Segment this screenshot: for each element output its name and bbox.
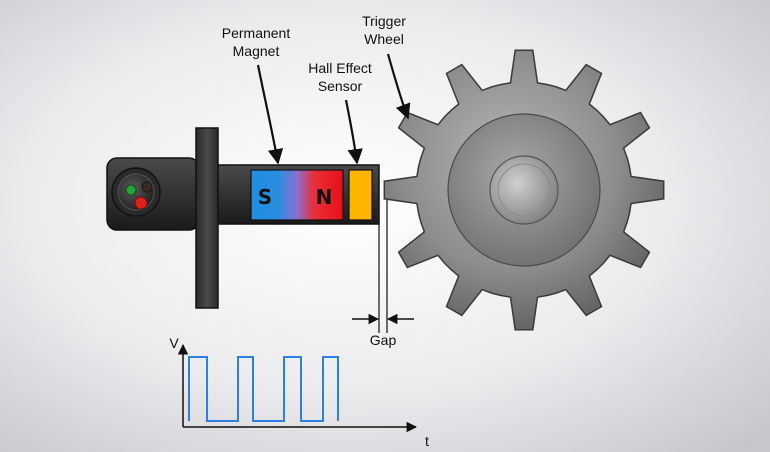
connector-pin-green bbox=[125, 184, 137, 196]
trigger-wheel bbox=[383, 49, 665, 331]
trigger-wheel-hub-ring bbox=[497, 163, 551, 217]
permanent-magnet-arrow bbox=[256, 64, 284, 165]
output-waveform-plot: V t bbox=[169, 335, 429, 449]
trigger-wheel-label-line1: Trigger bbox=[362, 13, 406, 29]
waveform-x-axis-label: t bbox=[425, 433, 429, 449]
trigger-wheel-label-line2: Wheel bbox=[364, 31, 404, 47]
trigger-wheel-arrow bbox=[386, 53, 411, 120]
magnet-south-pole-label: S bbox=[258, 185, 272, 209]
permanent-magnet bbox=[250, 169, 344, 221]
connector-pin-dark bbox=[141, 181, 153, 193]
gap-label: Gap bbox=[370, 332, 397, 348]
hall-effect-sensor-assembly: S N bbox=[106, 127, 380, 309]
permanent-magnet-label-line1: Permanent bbox=[222, 25, 291, 41]
mounting-flange bbox=[195, 127, 219, 309]
gap-dimension: Gap bbox=[352, 200, 414, 348]
square-wave-signal bbox=[188, 356, 339, 422]
permanent-magnet-label-line2: Magnet bbox=[233, 43, 280, 59]
hall-sensor-arrow bbox=[344, 99, 363, 165]
trigger-wheel-callout: Trigger Wheel bbox=[362, 13, 411, 120]
magnet-north-pole-label: N bbox=[316, 185, 333, 209]
hall-sensor-label-line1: Hall Effect bbox=[308, 60, 372, 76]
hall-effect-element bbox=[348, 169, 373, 221]
connector-pin-red bbox=[134, 196, 148, 210]
trigger-wheel-hub bbox=[489, 155, 559, 225]
permanent-magnet-callout: Permanent Magnet bbox=[222, 25, 291, 165]
hall-sensor-label-line2: Sensor bbox=[318, 78, 363, 94]
hall-sensor-callout: Hall Effect Sensor bbox=[308, 60, 372, 165]
waveform-y-axis-label: V bbox=[169, 335, 179, 351]
